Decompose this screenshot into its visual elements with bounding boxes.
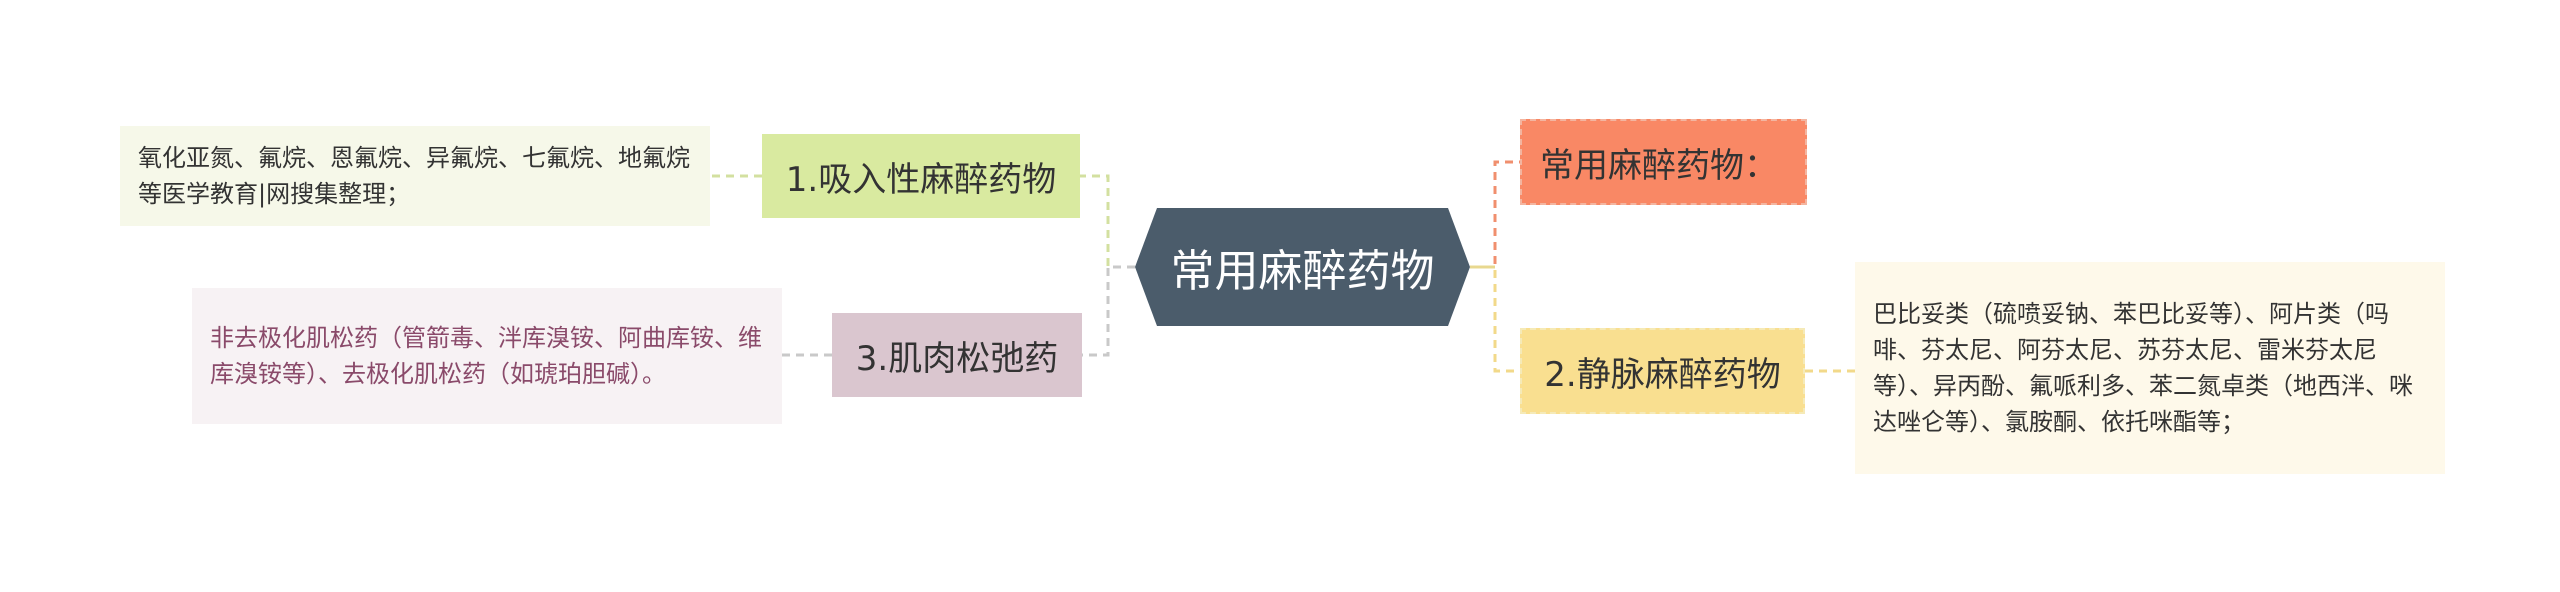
branch-inhalation-label: 1.吸入性麻醉药物 [785,159,1057,200]
link-center-common [1470,160,1520,269]
link-center-intravenous [1470,265,1520,373]
detail-inhalation[interactable]: 氧化亚氮、氟烷、恩氟烷、异氟烷、七氟烷、地氟烷等医学教育|网搜集整理； [120,126,710,226]
branch-intravenous-label: 2.静脉麻醉药物 [1544,354,1781,395]
center-hexagon [1135,208,1470,326]
link-center-inhalation [1080,174,1135,269]
center-topic[interactable]: 常用麻醉药物 [1135,208,1470,326]
branch-common-label: 常用麻醉药物： [1540,145,1778,186]
branch-common[interactable]: 常用麻醉药物： [1520,119,1807,205]
detail-muscle-relaxants[interactable]: 非去极化肌松药（管箭毒、泮库溴铵、阿曲库铵、维库溴铵等）、去极化肌松药（如琥珀胆… [192,288,782,424]
branch-intravenous[interactable]: 2.静脉麻醉药物 [1520,328,1805,414]
link-center-muscle [1082,265,1135,357]
branch-inhalation[interactable]: 1.吸入性麻醉药物 [762,134,1080,218]
branch-muscle-label: 3.肌肉松弛药 [855,338,1059,379]
detail-muscle-text: 非去极化肌松药（管箭毒、泮库溴铵、阿曲库铵、维库溴铵等）、去极化肌松药（如琥珀胆… [210,324,762,388]
branch-muscle-relaxants[interactable]: 3.肌肉松弛药 [832,313,1082,397]
detail-intravenous-text: 巴比妥类（硫喷妥钠、苯巴比妥等）、阿片类（吗啡、芬太尼、阿芬太尼、苏芬太尼、雷米… [1873,300,2413,436]
center-topic-label: 常用麻醉药物 [1170,246,1435,297]
detail-inhalation-text: 氧化亚氮、氟烷、恩氟烷、异氟烷、七氟烷、地氟烷等医学教育|网搜集整理； [138,144,690,208]
detail-intravenous[interactable]: 巴比妥类（硫喷妥钠、苯巴比妥等）、阿片类（吗啡、芬太尼、阿芬太尼、苏芬太尼、雷米… [1855,262,2445,474]
